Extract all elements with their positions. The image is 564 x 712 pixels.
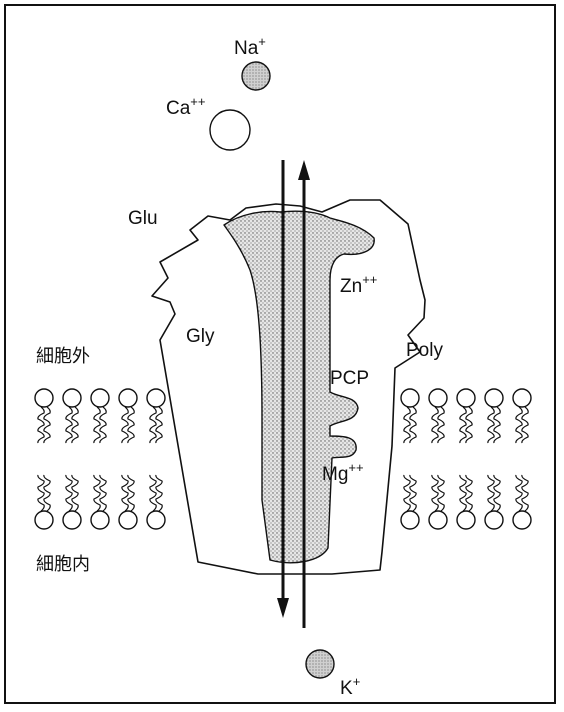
lipid-head	[35, 511, 53, 529]
lipid-head	[63, 389, 81, 407]
lipid-tail	[516, 475, 522, 511]
lipid-head	[401, 511, 419, 529]
intracellular-label: 細胞内	[36, 554, 90, 575]
lipid-tail	[44, 407, 50, 443]
lipid-tail	[128, 407, 134, 443]
lipid-tail	[404, 407, 410, 443]
lipid-head	[147, 389, 165, 407]
lipid-tail	[128, 475, 134, 511]
lipid-tail	[404, 475, 410, 511]
lipid-tail	[438, 475, 444, 511]
lipid-tail	[72, 475, 78, 511]
lipid-tail	[122, 475, 128, 511]
lipid-tail	[410, 407, 416, 443]
glu-label: Glu	[128, 208, 158, 229]
lipid-tail	[460, 407, 466, 443]
lipid-tail	[522, 407, 528, 443]
k-ion	[306, 650, 334, 678]
lipid-tail	[432, 475, 438, 511]
na-label: Na+	[234, 34, 266, 59]
membrane-left	[35, 389, 165, 529]
poly-label: Poly	[406, 340, 443, 361]
lipid-tail	[466, 475, 472, 511]
lipid-head	[429, 511, 447, 529]
lipid-head	[35, 389, 53, 407]
lipid-head	[429, 389, 447, 407]
gly-label: Gly	[186, 326, 215, 347]
arrow-down-head	[277, 598, 289, 618]
lipid-head	[119, 511, 137, 529]
lipid-tail	[100, 407, 106, 443]
arrow-up-head	[298, 160, 310, 180]
extracellular-label: 細胞外	[36, 346, 90, 367]
lipid-tail	[488, 475, 494, 511]
lipid-tail	[438, 407, 444, 443]
lipid-tail	[66, 407, 72, 443]
lipid-tail	[432, 407, 438, 443]
lipid-head	[91, 511, 109, 529]
lipid-tail	[44, 475, 50, 511]
lipid-head	[119, 389, 137, 407]
lipid-tail	[66, 475, 72, 511]
lipid-head	[485, 511, 503, 529]
lipid-tail	[516, 407, 522, 443]
lipid-tail	[156, 407, 162, 443]
lipid-head	[513, 511, 531, 529]
lipid-tail	[150, 475, 156, 511]
lipid-head	[91, 389, 109, 407]
pcp-label: PCP	[330, 368, 369, 389]
lipid-tail	[94, 475, 100, 511]
lipid-tail	[38, 475, 44, 511]
lipid-tail	[100, 475, 106, 511]
lipid-tail	[156, 475, 162, 511]
lipid-tail	[494, 475, 500, 511]
lipid-head	[485, 389, 503, 407]
lipid-head	[401, 389, 419, 407]
lipid-tail	[522, 475, 528, 511]
lipid-tail	[460, 475, 466, 511]
lipid-head	[457, 389, 475, 407]
lipid-head	[513, 389, 531, 407]
lipid-tail	[72, 407, 78, 443]
lipid-tail	[466, 407, 472, 443]
lipid-tail	[150, 407, 156, 443]
lipid-tail	[410, 475, 416, 511]
membrane-right	[401, 389, 531, 529]
lipid-tail	[488, 407, 494, 443]
lipid-head	[63, 511, 81, 529]
k-label: K+	[340, 674, 360, 699]
lipid-tail	[94, 407, 100, 443]
lipid-tail	[122, 407, 128, 443]
ca-ion	[210, 110, 250, 150]
na-ion	[242, 62, 270, 90]
ca-label: Ca++	[166, 94, 205, 119]
lipid-head	[147, 511, 165, 529]
lipid-tail	[38, 407, 44, 443]
lipid-tail	[494, 407, 500, 443]
lipid-head	[457, 511, 475, 529]
